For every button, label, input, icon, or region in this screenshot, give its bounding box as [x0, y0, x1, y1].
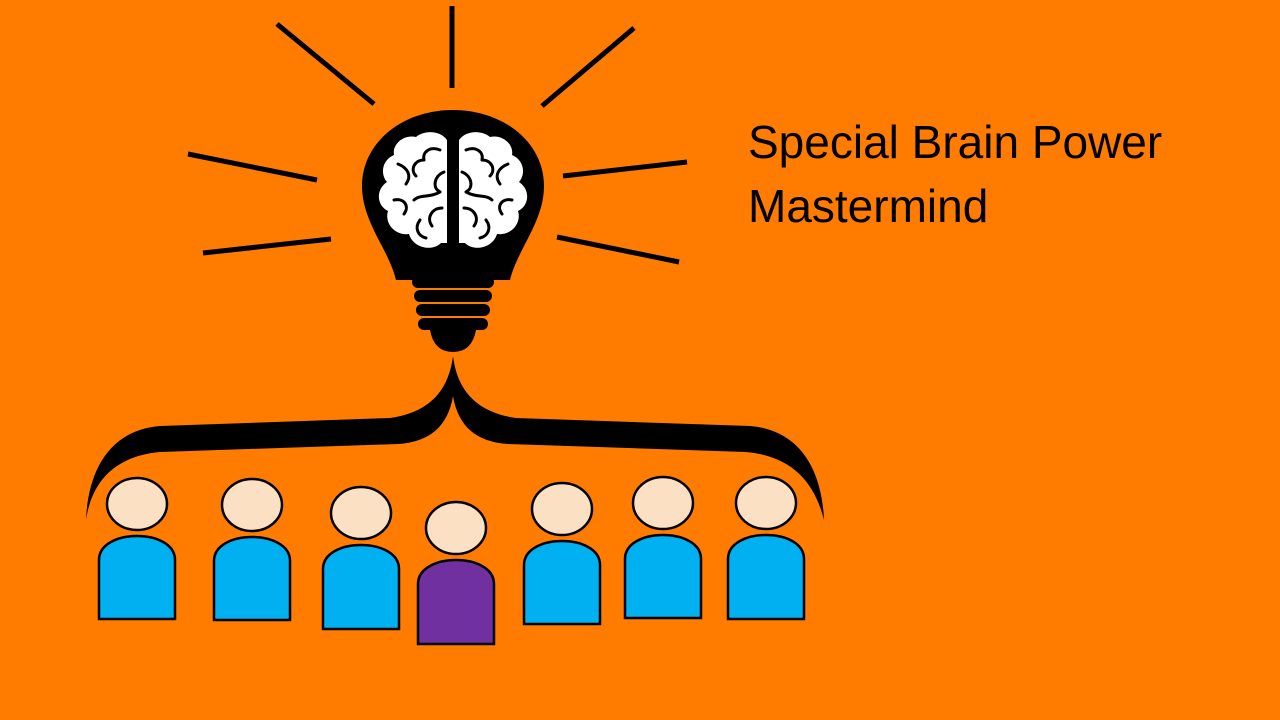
- person-body: [416, 558, 496, 646]
- light-ray: [202, 236, 332, 256]
- person-icon: [726, 475, 806, 621]
- person-icon: [522, 481, 602, 626]
- person-head: [329, 485, 393, 541]
- person-body: [212, 535, 292, 622]
- person-head: [734, 475, 798, 531]
- curly-brace-icon: [86, 356, 824, 520]
- person-head: [424, 500, 488, 556]
- slide-title: Special Brain Power Mastermind: [748, 110, 1268, 238]
- person-body: [522, 539, 602, 626]
- highlighted-person-icon: [416, 500, 496, 646]
- person-head: [631, 475, 695, 531]
- person-body: [321, 543, 401, 631]
- person-icon: [321, 485, 401, 631]
- person-body: [623, 533, 703, 620]
- title-line-2: Mastermind: [748, 180, 989, 232]
- person-icon: [97, 476, 177, 621]
- light-ray: [556, 234, 680, 265]
- lightbulb-icon: [362, 110, 544, 352]
- person-icon: [623, 475, 703, 620]
- person-icon: [212, 477, 292, 622]
- person-body: [726, 533, 806, 621]
- light-rays: [187, 6, 688, 265]
- brain-icon: [378, 132, 528, 248]
- light-ray: [275, 22, 376, 106]
- person-body: [97, 534, 177, 621]
- person-head: [220, 477, 284, 533]
- light-ray: [540, 26, 636, 108]
- light-ray: [562, 159, 688, 179]
- person-head: [105, 476, 169, 532]
- person-head: [530, 481, 594, 537]
- light-ray: [187, 151, 318, 183]
- people-group: [97, 475, 806, 646]
- title-line-1: Special Brain Power: [748, 116, 1163, 168]
